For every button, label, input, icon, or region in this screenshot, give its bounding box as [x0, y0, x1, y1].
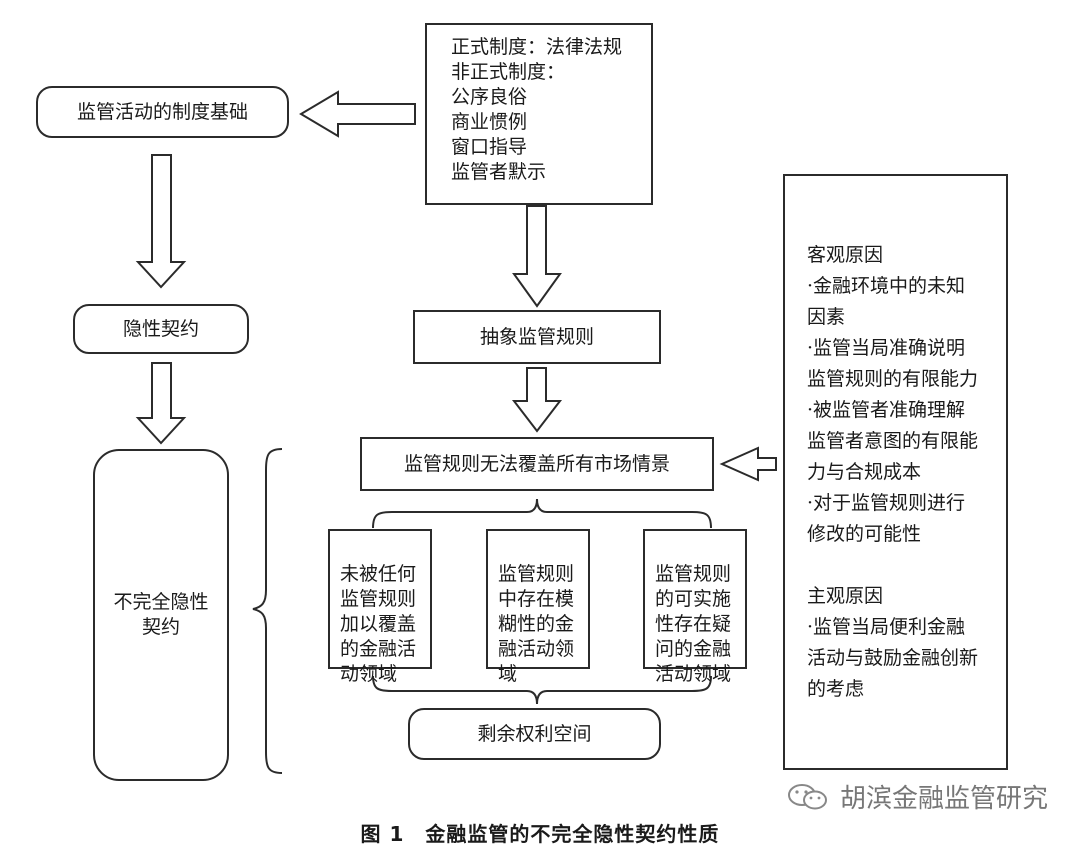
cause-line: 的考虑	[807, 678, 865, 700]
enforceability-area-box: 监管规则 的可实施 性存在疑 问的金融 活动领域	[643, 529, 747, 685]
institutions-box: 正式制度：法律法规 非正式制度： 公序良俗 商业惯例 窗口指导 监管者默示	[425, 23, 653, 205]
ambiguous-area-box: 监管规则 中存在模 糊性的金 融活动领 域	[486, 529, 590, 685]
cause-line: ·被监管者准确理解	[807, 399, 966, 421]
figure-caption: 图 1 金融监管的不完全隐性契约性质	[360, 822, 720, 846]
cause-line: 监管者意图的有限能	[807, 430, 979, 452]
causes-box: 客观原因 ·金融环境中的未知 因素 ·监管当局准确说明 监管规则的有限能力 ·被…	[783, 174, 1008, 770]
cause-line: 活动与鼓励金融创新	[807, 647, 979, 669]
residual-rights-label: 剩余权利空间	[477, 722, 592, 745]
institution-line: 正式制度：法律法规	[451, 36, 623, 58]
incomplete-contract-box: 不完全隐性 契约	[93, 449, 229, 781]
arrow-left-to-basis	[299, 90, 416, 138]
ambiguous-area-label: 监管规则 中存在模 糊性的金 融活动领 域	[498, 563, 575, 685]
residual-rights-box: 剩余权利空间	[408, 708, 661, 760]
cause-line: ·监管当局便利金融	[807, 616, 966, 638]
cannot-cover-box: 监管规则无法覆盖所有市场情景	[360, 437, 714, 491]
arrow-down-abstract-cover	[511, 367, 563, 433]
brace-left	[252, 448, 283, 774]
institution-line: 窗口指导	[451, 136, 528, 158]
cause-line: ·对于监管规则进行	[807, 492, 966, 514]
cause-line: ·金融环境中的未知	[807, 275, 966, 297]
arrow-down-basis-implicit	[135, 154, 187, 289]
cause-line: 修改的可能性	[807, 523, 922, 545]
abstract-rules-label: 抽象监管规则	[479, 325, 594, 348]
cause-line: ·监管当局准确说明	[807, 337, 966, 359]
arrow-left-right-to-cover	[719, 446, 777, 482]
abstract-rules-box: 抽象监管规则	[413, 310, 661, 364]
implicit-contract-box: 隐性契约	[73, 304, 249, 354]
cannot-cover-label: 监管规则无法覆盖所有市场情景	[403, 452, 670, 475]
incomplete-contract-label: 不完全隐性 契约	[113, 591, 209, 638]
cause-line: 监管规则的有限能力	[807, 368, 979, 390]
institution-line: 商业惯例	[451, 111, 528, 133]
implicit-contract-label: 隐性契约	[122, 317, 199, 340]
wechat-icon	[788, 783, 827, 809]
institution-line: 监管者默示	[451, 161, 547, 183]
institution-line: 公序良俗	[451, 86, 528, 108]
uncovered-area-label: 未被任何 监管规则 加以覆盖 的金融活 动领域	[340, 563, 417, 685]
basis-box: 监管活动的制度基础	[36, 86, 289, 138]
brace-upper	[372, 498, 712, 529]
cause-line: 客观原因	[807, 244, 884, 266]
enforceability-area-label: 监管规则 的可实施 性存在疑 问的金融 活动领域	[655, 563, 732, 685]
basis-label: 监管活动的制度基础	[76, 100, 248, 123]
cause-line	[807, 550, 1006, 581]
cause-line: 因素	[807, 306, 846, 328]
uncovered-area-box: 未被任何 监管规则 加以覆盖 的金融活 动领域	[328, 529, 432, 685]
watermark: 胡滨金融监管研究	[786, 778, 1048, 815]
arrow-down-implicit-incomplete	[135, 362, 187, 445]
institution-line: 非正式制度：	[451, 61, 566, 83]
arrow-down-top-abstract	[512, 205, 562, 308]
brace-lower	[372, 675, 712, 705]
watermark-text: 胡滨金融监管研究	[840, 784, 1049, 814]
cause-line: 主观原因	[807, 585, 884, 607]
cause-line: 力与合规成本	[807, 461, 922, 483]
